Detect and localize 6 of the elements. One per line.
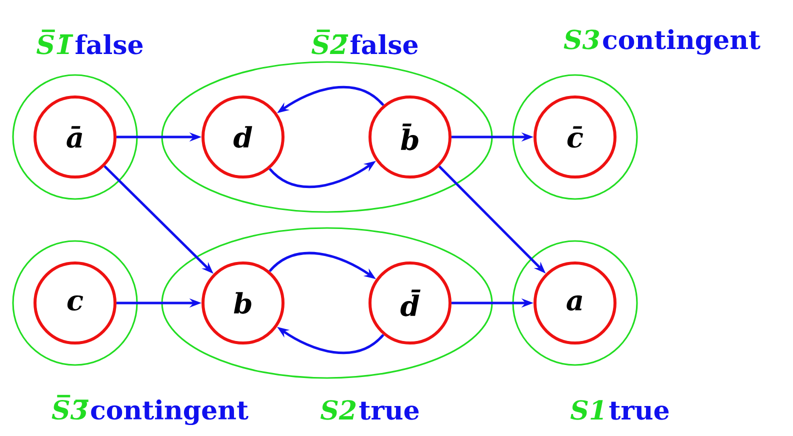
component-heading: S2true <box>320 400 419 420</box>
component-heading: S1 true <box>570 400 669 420</box>
component-heading: S3contingent <box>564 29 760 55</box>
component-heading: S̅2̅false <box>312 30 418 54</box>
component-heading: S̅3̅contingent <box>52 394 248 426</box>
component-heading: S̅1̅false <box>36 30 143 54</box>
